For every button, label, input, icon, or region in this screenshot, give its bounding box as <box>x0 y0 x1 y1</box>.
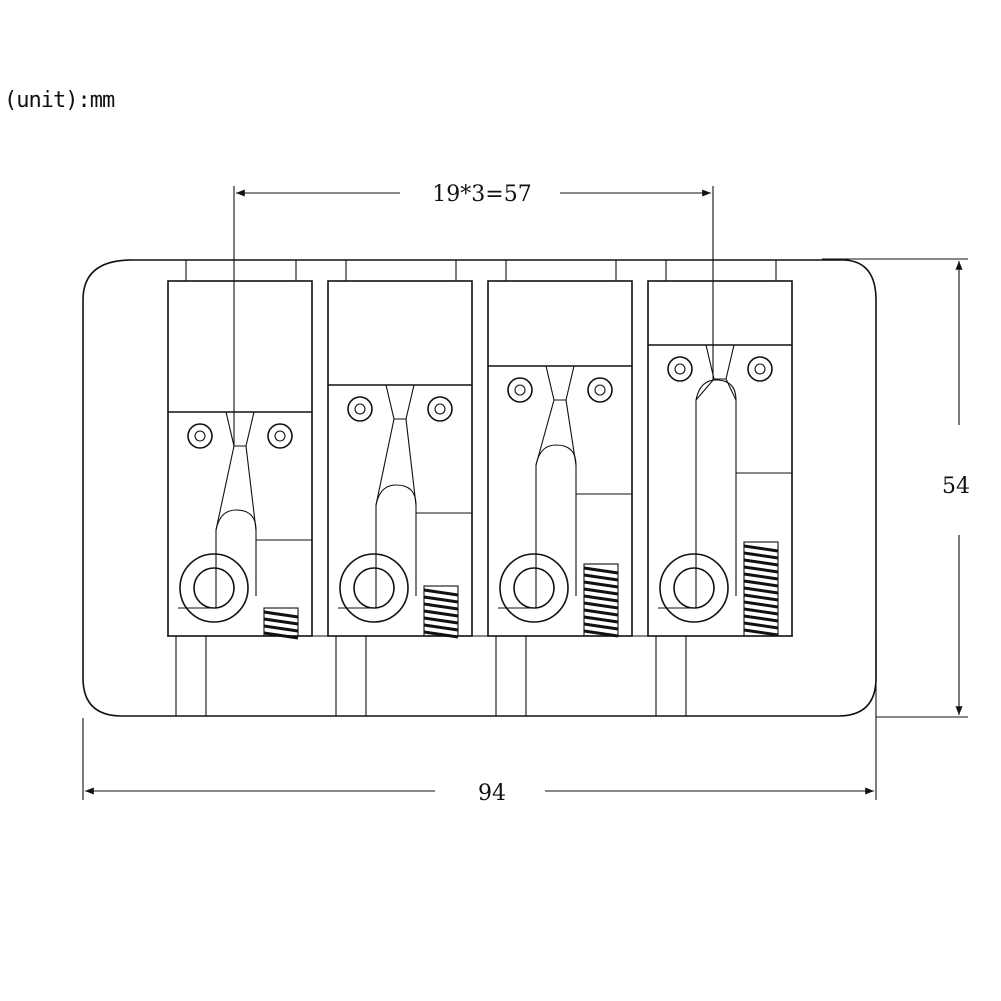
spacing-dimension-label: 19*3=57 <box>432 182 531 207</box>
saddle-2 <box>327 280 473 639</box>
height-dimension-label: 54 <box>942 474 970 499</box>
height-dimension: 54 <box>822 258 970 718</box>
width-dimension-label: 94 <box>478 781 506 806</box>
saddle-3 <box>487 280 633 638</box>
width-dimension: 94 <box>82 636 877 806</box>
base-plate <box>82 259 877 717</box>
unit-label: (unit):mm <box>4 88 115 113</box>
saddle-4 <box>647 280 793 637</box>
spacing-dimension: 19*3=57 <box>233 182 714 446</box>
saddle-1 <box>167 280 313 640</box>
